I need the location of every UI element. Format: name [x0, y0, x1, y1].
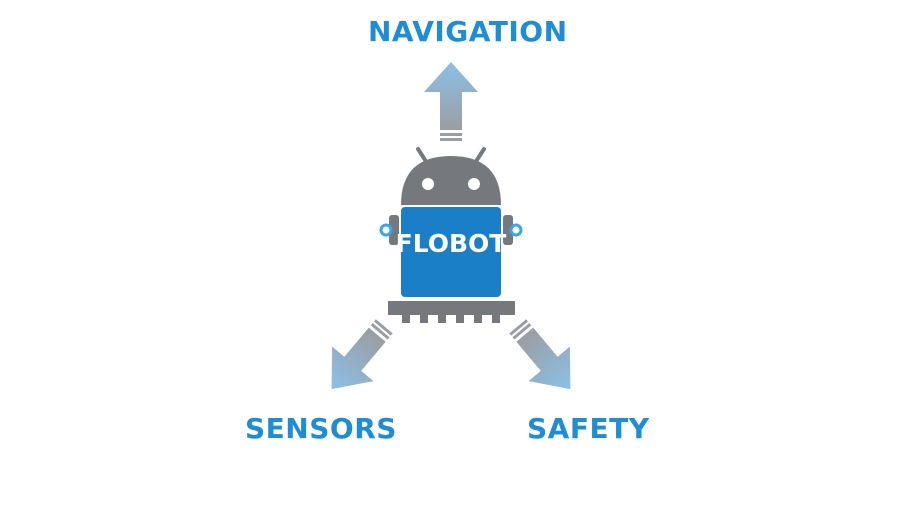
arrow-up-icon [424, 62, 478, 141]
robot-name: FLOBOT [396, 229, 507, 258]
sensors-label: SENSORS [245, 412, 397, 445]
navigation-label: NAVIGATION [368, 15, 568, 48]
safety-label: SAFETY [527, 412, 650, 445]
arrow-down-left-icon [331, 319, 393, 390]
arrow-down-right-icon [509, 319, 571, 390]
robot-icon [379, 147, 523, 323]
